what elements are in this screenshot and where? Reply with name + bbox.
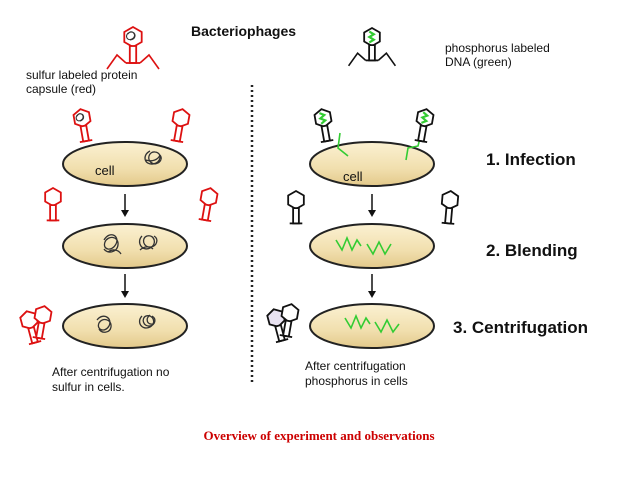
cell-left-blending xyxy=(62,223,188,269)
bacteriophage-icon xyxy=(32,305,53,341)
step-label-infection: 1. Infection xyxy=(486,150,576,169)
phages-layer xyxy=(19,25,460,346)
legend-phosphorus-line2: DNA (green) xyxy=(445,55,512,69)
bacteriophage-icon xyxy=(170,108,191,144)
step-label-blending: 2. Blending xyxy=(486,241,578,260)
conclusion-left-line2: sulfur in cells. xyxy=(52,380,125,394)
cell-left-centrifugation xyxy=(62,303,188,349)
bacteriophage-icon xyxy=(440,190,460,225)
bacteriophage-icon xyxy=(198,187,219,223)
bacteriophage-icon xyxy=(106,25,160,70)
bacteriophage-icon xyxy=(72,108,93,144)
legend-sulfur-line2: capsule (red) xyxy=(26,82,96,96)
bacteriophage-icon xyxy=(44,186,62,222)
cell-right-centrifugation xyxy=(309,303,435,349)
arrows-layer xyxy=(121,194,376,298)
legend-phosphorus-line1: phosphorus labeled xyxy=(445,41,550,55)
cell-left-infection xyxy=(62,141,188,187)
bacteriophage-icon xyxy=(313,108,334,144)
cell-right-blending xyxy=(309,223,435,269)
dna-tangle-icon xyxy=(96,150,162,333)
bacteriophage-icon xyxy=(279,303,300,339)
title: Bacteriophages xyxy=(191,23,296,39)
conclusion-left-line1: After centrifugation no xyxy=(52,365,170,379)
bacteriophage-icon xyxy=(347,26,397,67)
conclusion-right-line1: After centrifugation xyxy=(305,359,406,373)
step-label-centrifugation: 3. Centrifugation xyxy=(453,318,588,337)
cell-label-right: cell xyxy=(343,169,363,184)
arrow-down-icon xyxy=(121,274,129,298)
legend-sulfur-line1: sulfur labeled protein xyxy=(26,68,137,82)
arrow-down-icon xyxy=(368,274,376,298)
bacteriophage-icon xyxy=(414,108,435,144)
bacteriophage-icon xyxy=(287,189,305,225)
conclusion-right-line2: phosphorus in cells xyxy=(305,374,408,388)
figure-caption: Overview of experiment and observations xyxy=(203,428,435,443)
arrow-down-icon xyxy=(121,194,129,217)
cell-label-left: cell xyxy=(95,163,115,178)
cell-right-infection xyxy=(309,141,435,187)
arrow-down-icon xyxy=(368,194,376,217)
